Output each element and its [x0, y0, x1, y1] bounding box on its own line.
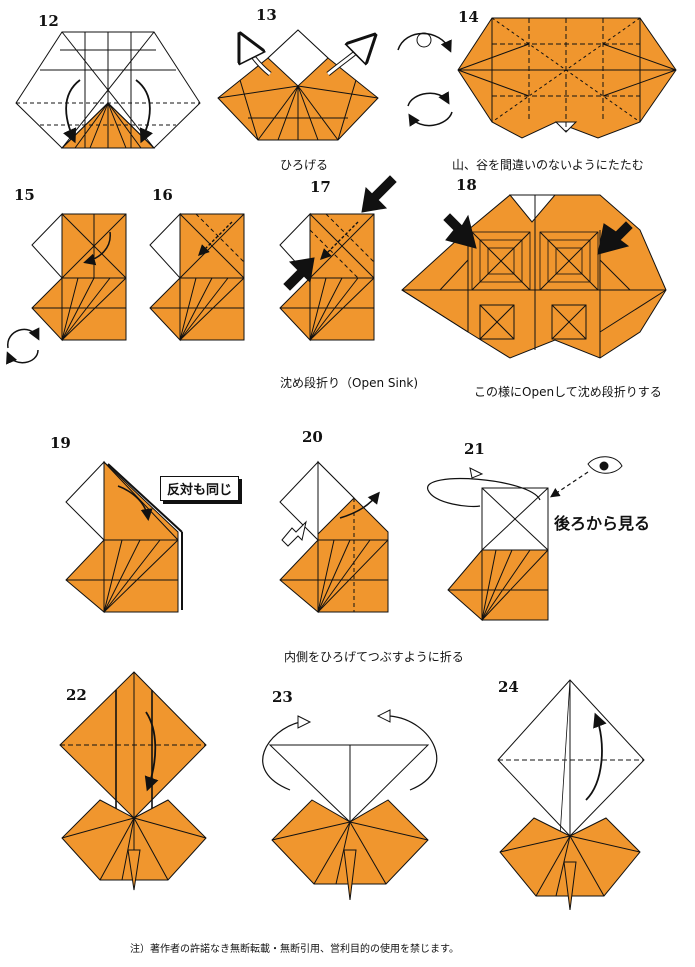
step-number-24: 24 [498, 678, 519, 696]
callout-same-on-reverse: 反対も同じ [160, 476, 240, 501]
step-number-14: 14 [458, 8, 479, 26]
step-number-19: 19 [50, 434, 71, 452]
step-number-17: 17 [310, 178, 331, 196]
step-21-diagram [427, 456, 623, 622]
caption-open-and-sink: この様にOpenして沈め段折りする [474, 385, 662, 399]
step-23-diagram [262, 709, 438, 901]
step-17-diagram [279, 175, 397, 342]
step-15-diagram [6, 212, 127, 365]
step-16-diagram [149, 212, 245, 342]
step-number-15: 15 [14, 186, 35, 204]
step-24-diagram [497, 679, 645, 911]
step-13-diagram [217, 30, 379, 141]
step-19-diagram [65, 460, 183, 614]
step-22-diagram [59, 671, 207, 891]
callout-view-from-back: 後ろから見る [554, 514, 651, 533]
caption-open-sink: 沈め段折り（Open Sink) [280, 376, 419, 390]
caption-unfold: ひろげる [280, 158, 329, 172]
step-number-13: 13 [256, 6, 277, 24]
step-number-20: 20 [302, 428, 323, 446]
caption-squash-fold: 内側をひろげてつぶすように折る [284, 650, 464, 664]
step-18-diagram [401, 194, 667, 359]
step-20-diagram [279, 460, 389, 614]
step-12-diagram [15, 31, 201, 149]
copyright-notice: 注）著作者の許諾なき無断転載・無断引用、営利目的の使用を禁じます。 [130, 944, 459, 955]
step-number-21: 21 [464, 440, 485, 458]
step-number-18: 18 [456, 176, 477, 194]
caption-fold-mountain-valley: 山、谷を間違いのないようにたたむ [452, 158, 644, 172]
step-number-22: 22 [66, 686, 87, 704]
step-14-diagram [397, 17, 677, 139]
step-number-12: 12 [38, 12, 59, 30]
step-number-16: 16 [152, 186, 173, 204]
step-number-23: 23 [272, 688, 293, 706]
